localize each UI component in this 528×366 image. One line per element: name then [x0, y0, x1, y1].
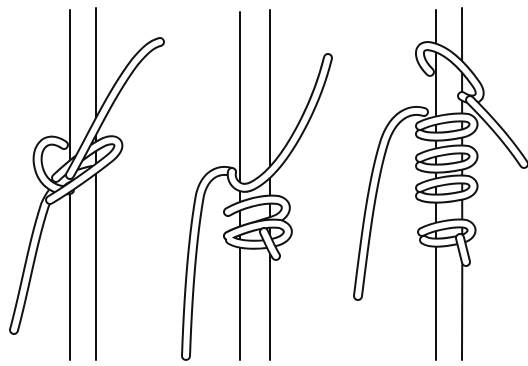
step-3-cord	[358, 46, 524, 296]
step-2-cord	[186, 58, 328, 356]
step-1-cord	[14, 42, 160, 330]
step-3-panel	[358, 8, 524, 360]
step-1-panel	[14, 8, 160, 360]
step-2-panel	[186, 10, 328, 360]
